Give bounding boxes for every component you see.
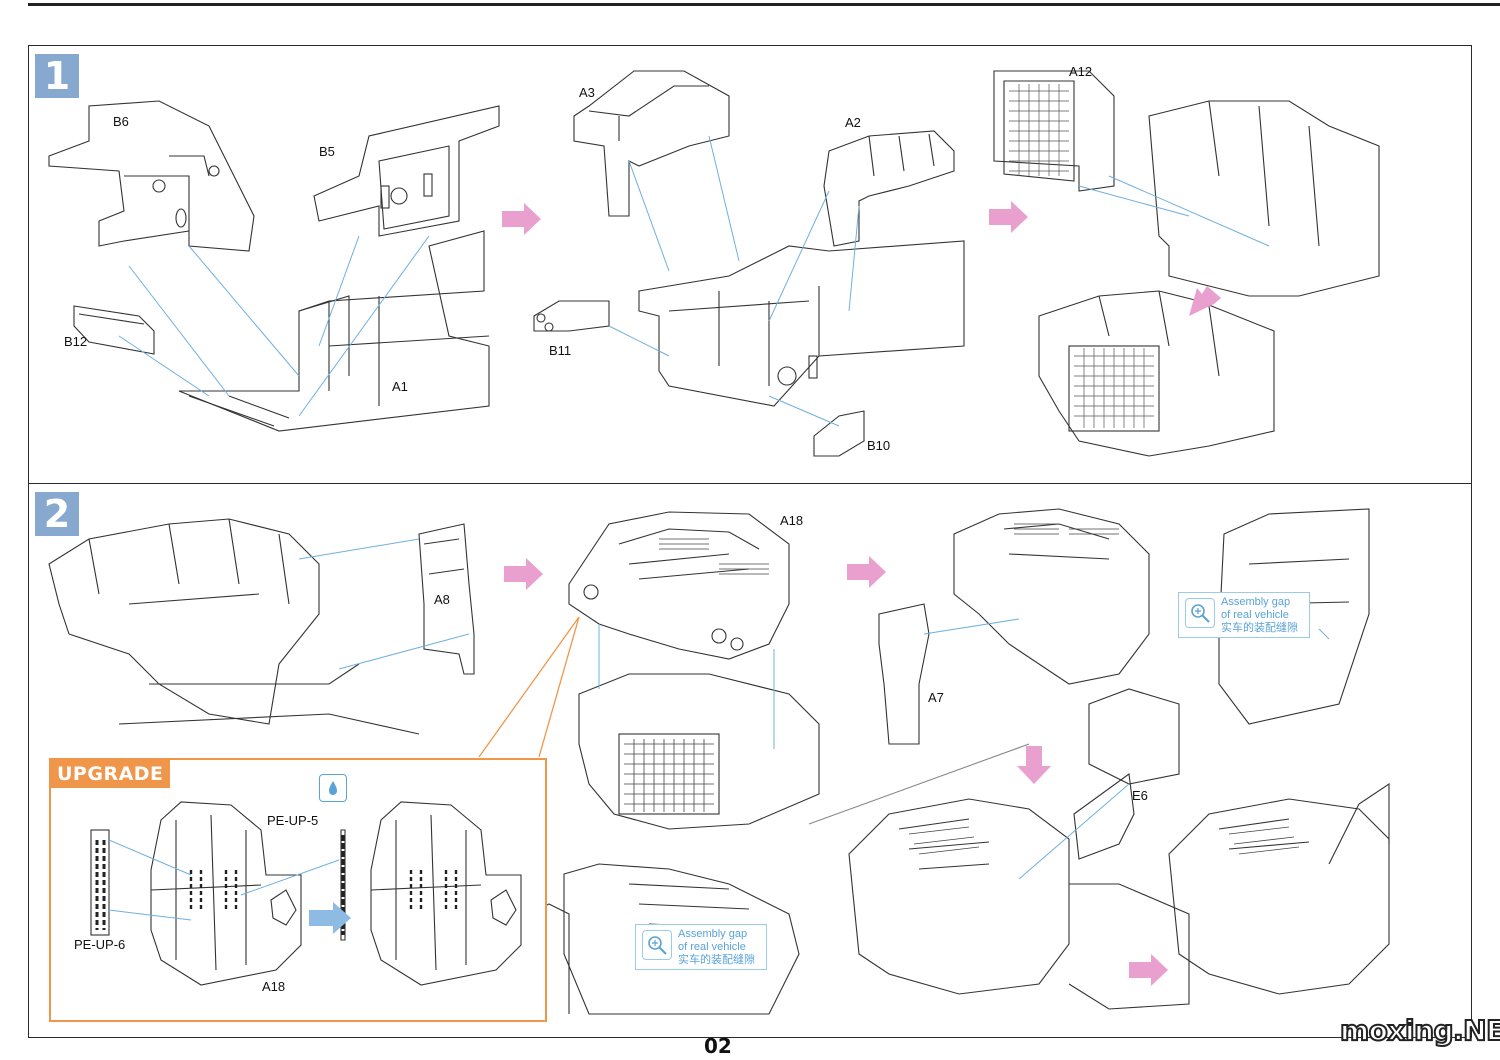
upgrade-box: UPGRADE — [49, 758, 547, 1022]
step-2-panel: 2 — [28, 483, 1472, 1038]
note-1-line-3: 实车的装配缝隙 — [1221, 622, 1298, 634]
note-2-line-3: 实车的装配缝隙 — [678, 954, 755, 966]
step-1-badge: 1 — [35, 54, 79, 98]
upgrade-illustration — [90, 801, 522, 986]
label-b5: B5 — [319, 144, 335, 159]
label-a18: A18 — [780, 513, 804, 528]
watermark: moxing.NET — [1339, 1013, 1500, 1048]
note-2-line-1: Assembly gap — [678, 928, 748, 940]
upgrade-title: UPGRADE — [51, 760, 170, 788]
assembly-gap-note-2: Assembly gap of real vehicle 实车的装配缝隙 — [635, 924, 767, 970]
label-upgrade-a18: A18 — [262, 979, 286, 994]
label-pe-up-6: PE-UP-6 — [74, 937, 126, 952]
step-1-panel: 1 — [28, 45, 1472, 484]
label-b10: B10 — [867, 438, 891, 453]
label-b12: B12 — [64, 334, 88, 349]
page-number: 02 — [704, 1034, 732, 1058]
step-arrow-icon — [502, 201, 1221, 316]
step-arrow-icon — [309, 902, 351, 934]
label-a7: A7 — [928, 690, 944, 705]
note-2-line-2: of real vehicle — [678, 941, 746, 953]
label-b6: B6 — [113, 114, 129, 129]
magnifier-icon — [642, 930, 672, 960]
label-e6: E6 — [1132, 788, 1148, 803]
label-a12: A12 — [1069, 64, 1093, 79]
step-1-illustration — [48, 70, 1380, 457]
step-2-badge: 2 — [35, 492, 79, 536]
step-2-illustration — [48, 508, 1390, 1015]
label-a3: A3 — [579, 85, 595, 100]
assembly-gap-note-1: Assembly gap of real vehicle 实车的装配缝隙 — [1178, 592, 1310, 638]
glue-drop-icon — [319, 774, 347, 802]
note-1-line-1: Assembly gap — [1221, 596, 1291, 608]
magnifier-icon — [1185, 598, 1215, 628]
label-a8: A8 — [434, 592, 450, 607]
step-arrow-icon — [504, 556, 1168, 986]
label-pe-up-5: PE-UP-5 — [267, 813, 319, 828]
note-1-line-2: of real vehicle — [1221, 609, 1289, 621]
label-a1: A1 — [392, 379, 408, 394]
label-a2: A2 — [845, 115, 861, 130]
label-b11: B11 — [549, 343, 572, 358]
top-rule — [28, 3, 1500, 6]
